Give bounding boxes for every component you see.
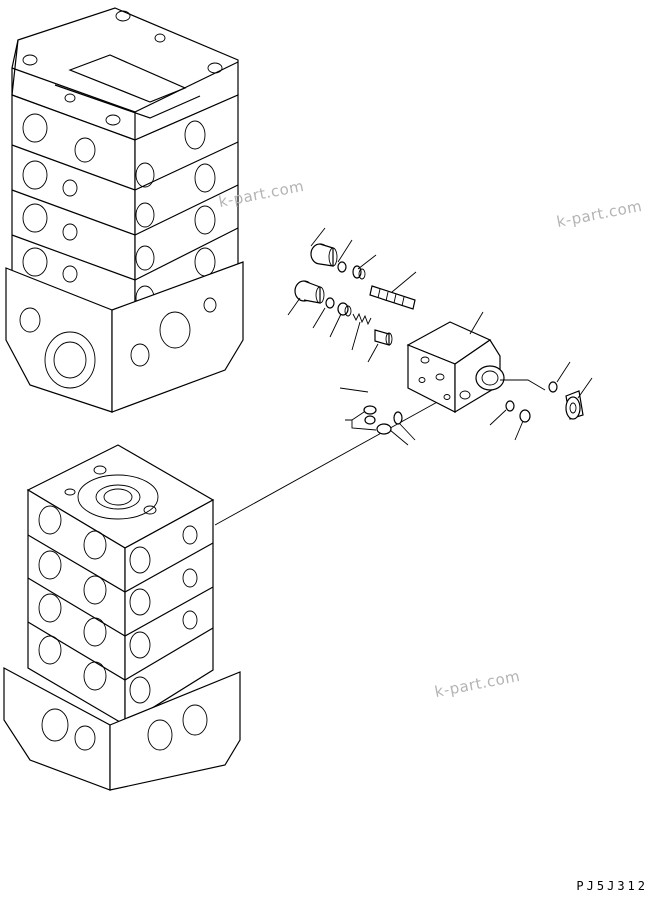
small-plug: [505, 400, 531, 423]
valve-body: [406, 321, 505, 414]
o-ring-4: [363, 405, 377, 415]
o-ring-5: [364, 415, 376, 425]
spool: [369, 285, 416, 310]
callout-leaders: [287, 227, 593, 446]
o-ring-7: [393, 411, 403, 425]
o-ring-2: [325, 297, 335, 309]
lower-control-valve-assembly: [3, 444, 241, 791]
assembly-leader-line: [214, 394, 451, 526]
o-ring-3: [548, 381, 558, 393]
drawing-code: PJ5J312: [576, 879, 648, 893]
spring-seat: [337, 302, 352, 317]
o-ring-1: [337, 261, 347, 273]
upper-control-valve-assembly: [5, 7, 244, 413]
piston: [374, 329, 393, 346]
exploded-valve-parts: [294, 243, 584, 435]
backup-ring-1: [352, 265, 366, 280]
spring: [352, 312, 372, 326]
o-ring-6: [376, 423, 392, 435]
plug-upper: [310, 243, 338, 267]
plug-side: [565, 390, 584, 420]
plug-lower: [294, 280, 325, 304]
